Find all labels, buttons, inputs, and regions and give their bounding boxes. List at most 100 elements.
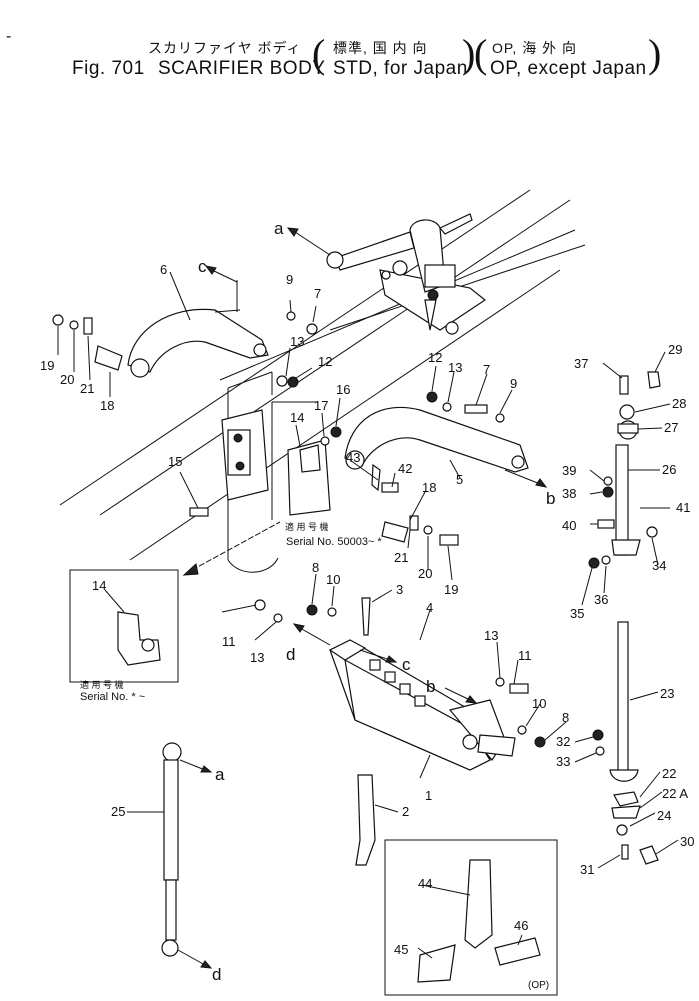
arm-part-6 [127, 308, 269, 378]
callout-8-left: 8 [312, 560, 319, 575]
ref-letter-d-body: d [286, 645, 295, 664]
callout-33: 33 [556, 754, 570, 769]
ref-letter-a-bottom: a [215, 765, 225, 784]
callout-27: 27 [664, 420, 678, 435]
callout-6: 6 [160, 262, 167, 277]
title-english: SCARIFIER BODY [158, 58, 326, 79]
callout-13-d: 13 [484, 628, 498, 643]
shank-part-2 [355, 774, 376, 866]
callout-10-right: 10 [532, 696, 546, 711]
rod-part-23 [609, 621, 639, 782]
callout-19-left: 19 [40, 358, 54, 373]
callout-28: 28 [672, 396, 686, 411]
ref-letter-d-bottom: d [212, 965, 221, 984]
serial-note-1: Serial No. 50003~ * [286, 536, 382, 548]
fasteners [52, 311, 661, 865]
callout-14-inset: 14 [92, 578, 106, 593]
callout-42: 42 [398, 461, 412, 476]
corner-dash: - [6, 28, 12, 45]
callout-5: 5 [456, 472, 463, 487]
callout-1: 1 [425, 788, 432, 803]
machine-frame [59, 189, 586, 573]
variant1-english: STD, for Japan [333, 58, 468, 79]
rod-part-25 [161, 742, 182, 957]
callout-3: 3 [396, 582, 403, 597]
callout-43: 43 [346, 450, 360, 465]
op-label: (OP) [528, 980, 549, 991]
callout-16: 16 [336, 382, 350, 397]
callout-7-right: 7 [483, 362, 490, 377]
paren-open-1: ( [312, 31, 326, 76]
callout-12-right: 12 [428, 350, 442, 365]
ref-letter-b-body: b [426, 677, 435, 696]
callout-13-a: 13 [290, 334, 304, 349]
callout-40: 40 [562, 518, 576, 533]
ref-letter-a-top: a [274, 219, 284, 238]
callout-15: 15 [168, 454, 182, 469]
scarifier-body-part-1 [328, 639, 516, 771]
variant1-japanese: 標準, 国 内 向 [333, 40, 428, 56]
callout-38: 38 [562, 486, 576, 501]
callout-7-left: 7 [314, 286, 321, 301]
serial-note-jp-2: 適 用 号 機 [80, 679, 124, 690]
callout-26: 26 [662, 462, 676, 477]
reference-letters: a a b b c c d d [198, 219, 555, 984]
direction-arrows [177, 227, 548, 969]
callout-30: 30 [680, 834, 694, 849]
callout-22: 22 [662, 766, 676, 781]
callout-24: 24 [657, 808, 671, 823]
callout-41: 41 [676, 500, 690, 515]
callout-25: 25 [111, 804, 125, 819]
inset-box-op [384, 839, 558, 996]
callout-19-right: 19 [444, 582, 458, 597]
callout-18-right: 18 [422, 480, 436, 495]
callout-45: 45 [394, 942, 408, 957]
pivot-bracket [379, 213, 487, 335]
title-japanese: スカリファイヤ ボディ [148, 40, 302, 56]
side-bracket [221, 401, 331, 520]
paren-close-2: ) [648, 31, 662, 76]
callout-37: 37 [574, 356, 588, 371]
ref-letter-c-top: c [198, 257, 207, 276]
arm-part-5 [344, 406, 529, 473]
rod-part-26 [611, 420, 641, 556]
callout-31: 31 [580, 862, 594, 877]
link-rod-a [326, 231, 415, 276]
callout-18-left: 18 [100, 398, 114, 413]
callout-35: 35 [570, 606, 584, 621]
serial-notes: 適 用 号 機 Serial No. 50003~ * 適 用 号 機 Seri… [80, 521, 549, 991]
callout-44: 44 [418, 876, 432, 891]
callout-12-left: 12 [318, 354, 332, 369]
paren-open-2: ( [474, 31, 488, 76]
callout-20-right: 20 [418, 566, 432, 581]
callout-36: 36 [594, 592, 608, 607]
variant2-english: OP, except Japan [490, 58, 647, 79]
callout-9-right: 9 [510, 376, 517, 391]
serial-note-jp-1: 適 用 号 機 [285, 521, 329, 532]
callout-39: 39 [562, 463, 576, 478]
pin-part-3 [361, 597, 371, 636]
callout-13-c: 13 [250, 650, 264, 665]
callout-9-left: 9 [286, 272, 293, 287]
ref-letter-b-right: b [546, 489, 555, 508]
callout-11-right: 11 [518, 648, 532, 663]
part-callouts: 1 2 3 4 5 6 7 7 8 8 9 9 10 10 11 11 12 1… [40, 262, 694, 957]
callout-21-left: 21 [80, 381, 94, 396]
callout-20-left: 20 [60, 372, 74, 387]
inset-box-serial [69, 569, 179, 683]
serial-note-2: Serial No. * ~ [80, 691, 145, 703]
leader-lines [57, 271, 679, 959]
callout-14-main: 14 [290, 410, 304, 425]
callout-46: 46 [514, 918, 528, 933]
callout-32: 32 [556, 734, 570, 749]
callout-2: 2 [402, 804, 409, 819]
callout-10-left: 10 [326, 572, 340, 587]
callout-13-b: 13 [448, 360, 462, 375]
callout-4: 4 [426, 600, 433, 615]
ref-letter-c-body: c [402, 655, 411, 674]
variant2-japanese: OP, 海 外 向 [492, 40, 577, 56]
callout-29: 29 [668, 342, 682, 357]
figure-number: Fig. 701 [72, 58, 145, 79]
